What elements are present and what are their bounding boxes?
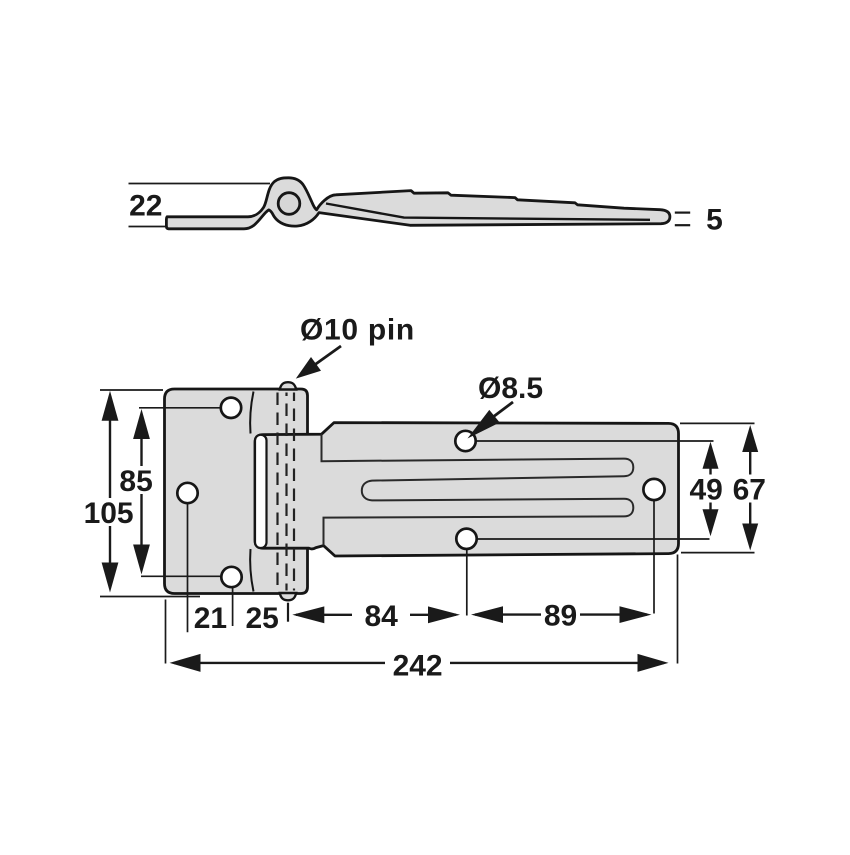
svg-text:85: 85 [119,465,152,498]
svg-text:84: 84 [365,600,399,633]
svg-text:Ø10 pin: Ø10 pin [300,314,415,347]
svg-text:Ø8.5: Ø8.5 [478,372,543,405]
svg-text:242: 242 [393,649,443,682]
svg-text:21: 21 [194,602,227,635]
svg-text:67: 67 [733,473,766,506]
svg-text:22: 22 [129,189,162,222]
svg-text:25: 25 [246,602,279,635]
svg-text:5: 5 [706,204,723,237]
svg-text:49: 49 [690,473,723,506]
svg-text:89: 89 [544,600,577,633]
svg-text:105: 105 [84,497,134,530]
